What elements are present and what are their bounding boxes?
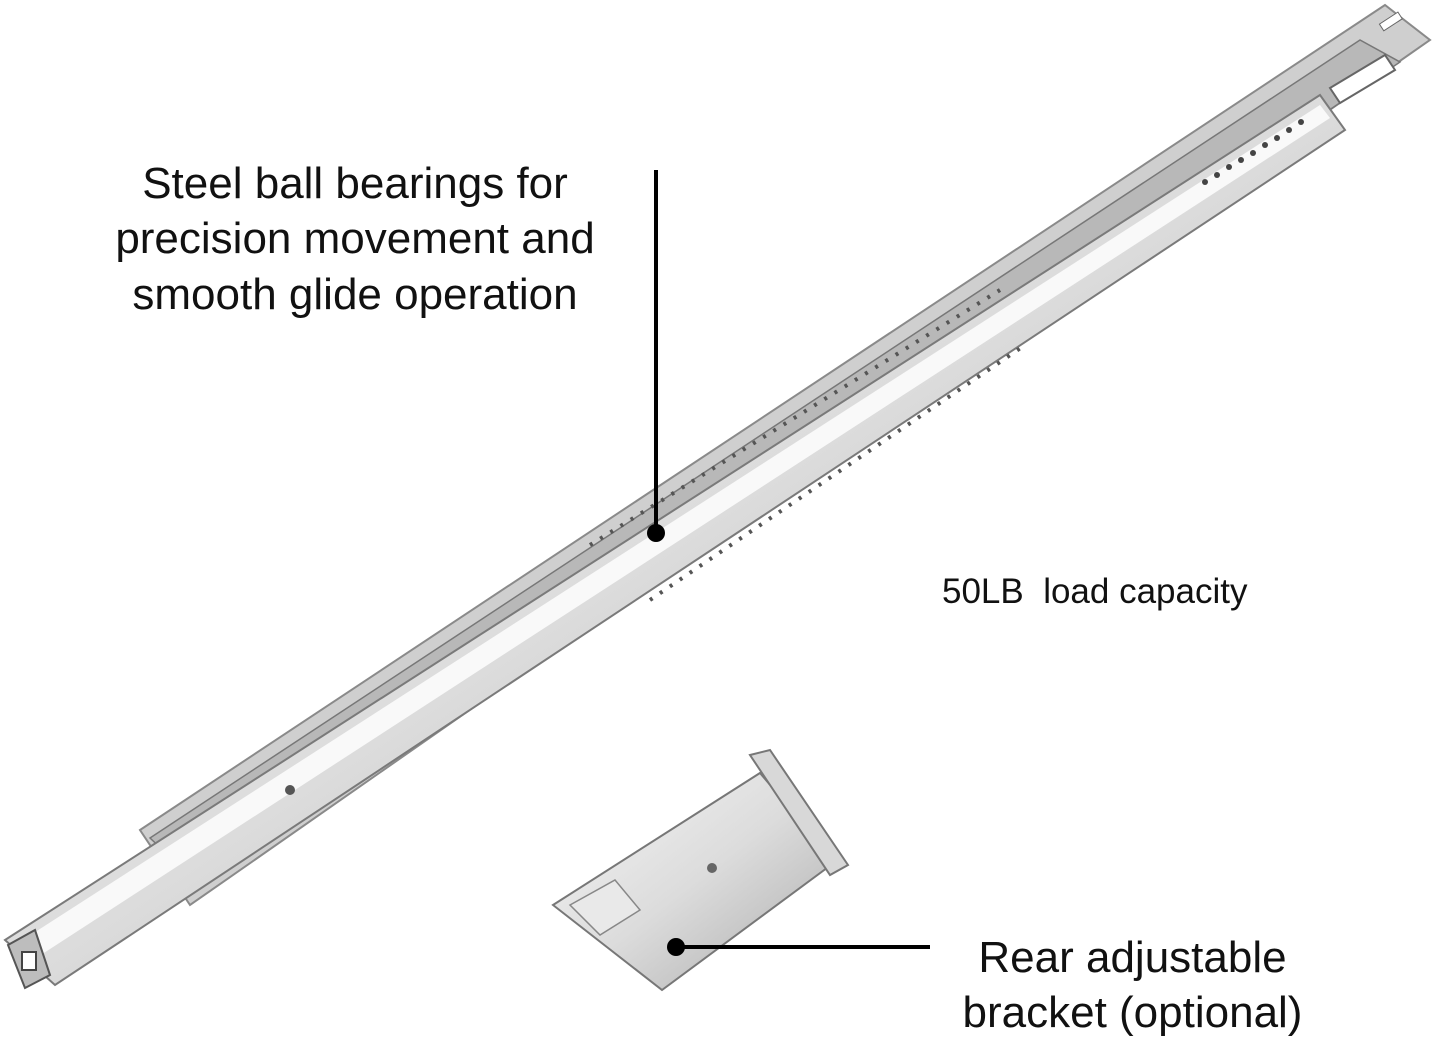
- bearings-line-1: Steel ball bearings for: [142, 159, 568, 208]
- bearings-callout: Steel ball bearings for precision moveme…: [60, 156, 650, 322]
- bracket-line-2: bracket (optional): [962, 988, 1303, 1038]
- bearings-line-2: precision movement and: [115, 214, 595, 264]
- drawer-slide-rail: [3, 3, 1432, 990]
- load-capacity-label: 50LB load capacity: [942, 572, 1248, 611]
- callout-lines: [647, 170, 930, 956]
- bearings-line-3: smooth glide operation: [132, 269, 578, 319]
- bracket-callout: Rear adjustable bracket (optional): [925, 930, 1340, 1041]
- rear-bracket-illustration: [551, 748, 850, 992]
- bracket-line-1: Rear adjustable: [978, 933, 1287, 982]
